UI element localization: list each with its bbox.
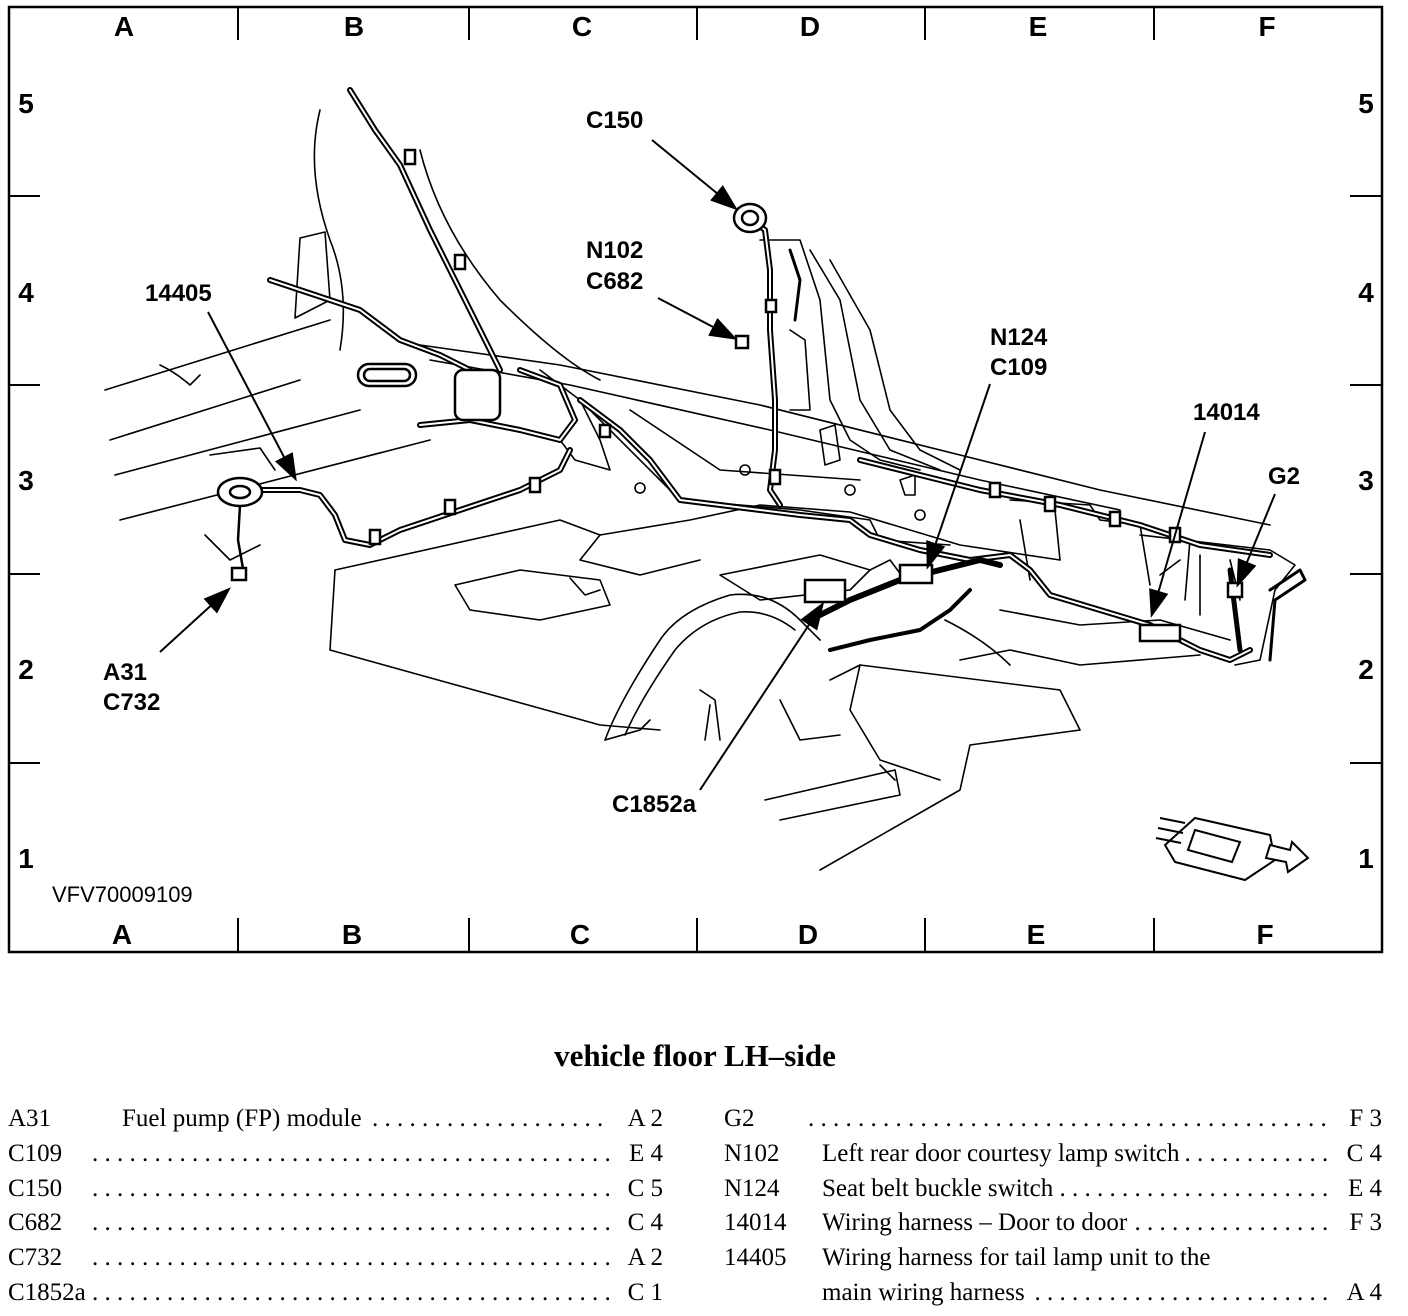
- row-label-right-4: 4: [1358, 277, 1374, 308]
- legend-code: C682: [8, 1206, 67, 1242]
- legend-row: . . . . . . . . . . . . . . . . . . . . …: [8, 1275, 663, 1311]
- row-label-left-3: 3: [18, 465, 34, 496]
- leader-dots: . . . . . . . . . . . . . . . . . . . . …: [92, 1209, 611, 1237]
- callout-a31: A31: [103, 659, 147, 686]
- legend-code: N102: [724, 1136, 784, 1172]
- row-label-right-2: 2: [1358, 654, 1374, 685]
- legend-grid-location: A 2: [623, 1241, 663, 1276]
- leader-dots: . . . . . . . . . . . . . . . . . . . . …: [808, 1105, 1330, 1132]
- col-label-top-f: F: [1258, 11, 1275, 42]
- row-label-right-3: 3: [1358, 465, 1374, 496]
- vehicle-direction-icon: [1155, 816, 1310, 882]
- col-label-top-e: E: [1029, 11, 1048, 42]
- c1852a-connector: [803, 578, 847, 604]
- callout-14014: 14014: [1193, 399, 1260, 426]
- legend-code: 14014: [724, 1206, 791, 1242]
- legend-row: . . . . . . . . . . . . . . . . . . . . …: [724, 1136, 1382, 1172]
- diagram-frame: [7, 5, 1384, 954]
- legend-row: . . . . . . . . . . . . . . . . . . . . …: [8, 1102, 663, 1137]
- row-label-left-5: 5: [18, 88, 34, 119]
- callout-c109: C109: [990, 354, 1047, 381]
- col-label-bottom-c: C: [570, 919, 590, 950]
- legend-row: . . . . . . . . . . . . . . . . . . . . …: [724, 1206, 1382, 1242]
- legend-code: C1852a: [8, 1275, 90, 1311]
- legend-row: . . . . . . . . . . . . . . . . . . . . …: [8, 1206, 663, 1242]
- leader-dots: . . . . . . . . . . . . . . . . . . . . …: [92, 1139, 611, 1167]
- c682-connector: [734, 334, 750, 350]
- callout-n124: N124: [990, 324, 1048, 351]
- legend-code: 14405: [724, 1241, 791, 1276]
- legend-grid-location: C 4: [1342, 1136, 1382, 1172]
- col-label-bottom-b: B: [342, 919, 362, 950]
- row-label-left-2: 2: [18, 654, 34, 685]
- diagram-caption: vehicle floor LH–side: [554, 1038, 836, 1073]
- legend-row: . . . . . . . . . . . . . . . . . . . . …: [724, 1275, 1382, 1311]
- callout-c1852a: C1852a: [612, 791, 697, 818]
- callout-leaders: [159, 139, 1276, 791]
- legend-description: Left rear door courtesy lamp switch: [806, 1136, 1186, 1172]
- legend-row: . . . . . . . . . . . . . . . . . . . . …: [8, 1241, 663, 1276]
- legend-description: main wiring harness: [806, 1275, 1031, 1311]
- legend-code: C109: [8, 1136, 67, 1172]
- callout-c682: C682: [586, 268, 643, 295]
- legend-code: C150: [8, 1171, 67, 1207]
- legend-grid-location: E 4: [1343, 1171, 1382, 1207]
- legend-grid-location: F 3: [1345, 1102, 1382, 1137]
- col-label-bottom-f: F: [1256, 919, 1273, 950]
- legend-description: Wiring harness for tail lamp unit to the: [806, 1241, 1217, 1276]
- legend-grid-location: A 4: [1342, 1275, 1382, 1311]
- col-label-top-d: D: [800, 11, 820, 42]
- legend-grid-location: C 1: [623, 1275, 663, 1311]
- connectors: [216, 148, 1244, 643]
- legend-row: . . . . . . . . . . . . . . . . . . . . …: [724, 1102, 1382, 1137]
- callout-14405: 14405: [145, 280, 212, 307]
- legend-row: . . . . . . . . . . . . . . . . . . . . …: [8, 1136, 663, 1172]
- callout-c150: C150: [586, 107, 643, 134]
- vehicle-floor-drawing: [104, 109, 1296, 871]
- figure-id: VFV70009109: [52, 882, 193, 907]
- legend-description: Fuel pump (FP) module: [106, 1102, 368, 1137]
- leader-dots: . . . . . . . . . . . . . . . . . . . . …: [92, 1244, 611, 1272]
- leader-dots: . . . . . . . . . . . . . . . . . . . . …: [92, 1174, 611, 1202]
- row-label-right-5: 5: [1358, 88, 1374, 119]
- col-label-top-b: B: [344, 11, 364, 42]
- legend-description: Wiring harness – Door to door: [806, 1206, 1134, 1242]
- callout-n102: N102: [586, 237, 643, 264]
- legend-grid-location: E 4: [624, 1136, 663, 1172]
- g2-connector: [1226, 581, 1244, 599]
- legend-code: C732: [8, 1241, 67, 1276]
- col-label-bottom-d: D: [798, 919, 818, 950]
- legend-row: 14405 Wiring harness for tail lamp unit t…: [724, 1241, 1382, 1276]
- grid-ticks: [9, 7, 1382, 952]
- legend-code: N124: [724, 1171, 784, 1207]
- legend-grid-location: C 4: [623, 1206, 663, 1242]
- row-label-right-1: 1: [1358, 843, 1374, 874]
- legend-right-column: . . . . . . . . . . . . . . . . . . . . …: [724, 1102, 1382, 1311]
- col-label-top-c: C: [572, 11, 592, 42]
- legend-description: Seat belt buckle switch: [806, 1171, 1060, 1207]
- legend-left-column: . . . . . . . . . . . . . . . . . . . . …: [8, 1102, 663, 1311]
- legend-code: A31: [8, 1102, 56, 1137]
- legend-grid-location: F 3: [1345, 1206, 1382, 1242]
- legend-row: . . . . . . . . . . . . . . . . . . . . …: [724, 1171, 1382, 1207]
- legend-code: G2: [724, 1102, 759, 1137]
- legend-grid-location: C 5: [623, 1171, 663, 1207]
- legend-grid-location: A 2: [623, 1102, 663, 1137]
- callout-g2: G2: [1268, 463, 1300, 490]
- leader-dots: . . . . . . . . . . . . . . . . . . . . …: [92, 1278, 611, 1306]
- col-label-bottom-a: A: [112, 919, 132, 950]
- row-label-left-1: 1: [18, 843, 34, 874]
- callout-c732: C732: [103, 689, 160, 716]
- legend-row: . . . . . . . . . . . . . . . . . . . . …: [8, 1171, 663, 1207]
- col-label-top-a: A: [114, 11, 134, 42]
- col-label-bottom-e: E: [1027, 919, 1046, 950]
- row-label-left-4: 4: [18, 277, 34, 308]
